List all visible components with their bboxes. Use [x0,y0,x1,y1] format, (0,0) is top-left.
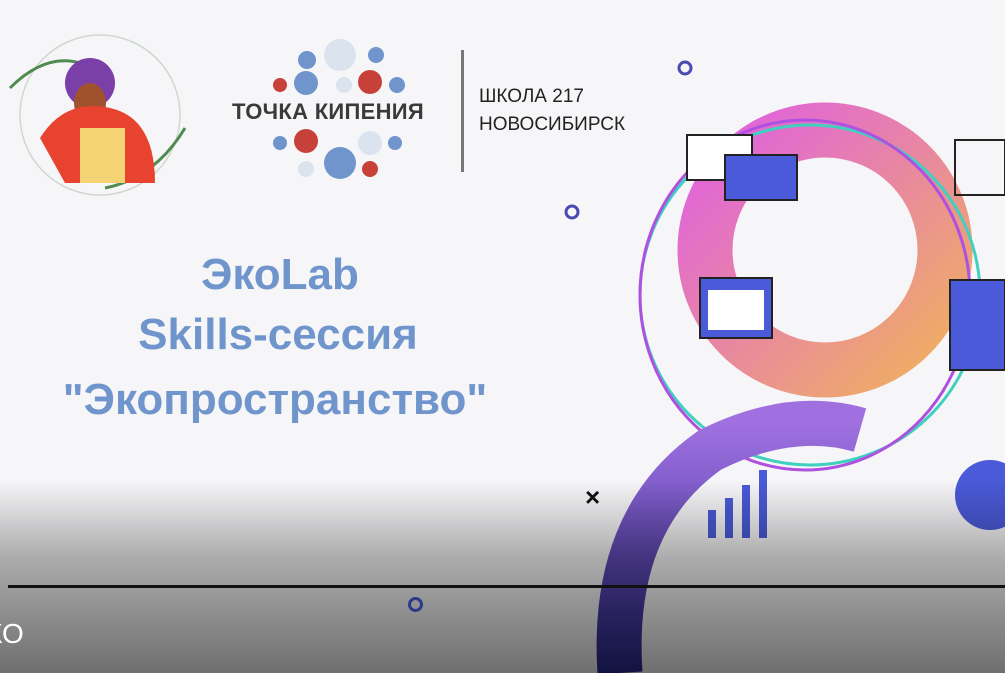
slide-title-line-1: ЭкоLab [201,250,359,299]
video-progress-bar[interactable] [8,585,1005,588]
logo-name: ТОЧКА КИПЕНИЯ [232,99,425,124]
decorative-swirl-graphic [564,60,1005,673]
avatar-illustration [8,34,187,196]
slide-title-line-2: Skills-сессия [138,310,418,359]
decorative-circle [408,597,423,612]
school-name: ШКОЛА 217 [479,86,584,107]
logo-divider [461,50,464,172]
close-icon[interactable]: × [585,482,601,512]
logo-dots [273,39,405,179]
video-caption: КО [0,618,24,649]
school-city: НОВОСИБИРСК [479,114,626,135]
slide-title-line-3: "Экопространство" [62,375,488,424]
